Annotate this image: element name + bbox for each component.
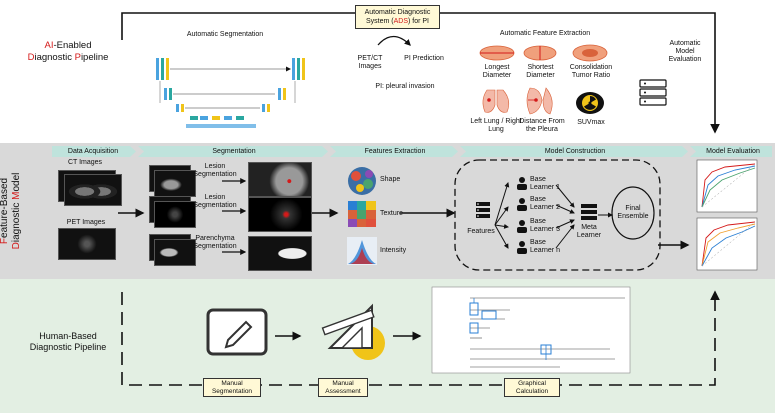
feature-distance-pleura: Distance From the Pleura: [519, 118, 565, 133]
roc-plot-icon: [696, 159, 758, 271]
feature-shortest-diameter: Shortest Diameter: [526, 64, 555, 79]
seg-pet-thumb: [154, 201, 196, 228]
feature-left-right-lung: Left Lung / Right Lung: [470, 118, 522, 133]
feature-shape-label: Shape: [380, 176, 401, 183]
pet-image: [58, 228, 116, 260]
lesion-ct-result: [248, 162, 312, 197]
lesion-pet-result: [248, 197, 312, 232]
graphical-calculation-label: Graphical Calculation: [504, 378, 560, 397]
ads-box: Automatic Diagnostic System (ADS) for PI: [355, 5, 440, 29]
ct-images-label: CT Images: [67, 159, 103, 166]
petct-images-label: PET/CT Images: [357, 55, 383, 70]
person-icon: [517, 177, 597, 254]
parenchyma-seg-label: Parenchyma Segmentation: [193, 235, 237, 250]
seg-ct-thumb: [154, 170, 196, 197]
seg-par-thumb: [154, 239, 196, 266]
parenchyma-result: [248, 236, 312, 271]
stage-model-evaluation: Model Evaluation: [706, 148, 760, 155]
pet-images-label: PET Images: [66, 219, 106, 226]
stage-data-acquisition: Data Acquisition: [67, 148, 119, 155]
stage-features-extraction: Features Extraction: [364, 148, 426, 155]
base-learner-3: Base Learner 3: [530, 218, 560, 233]
meta-learner-label: Meta Learner: [576, 224, 602, 239]
feature-suvmax: SUVmax: [577, 119, 605, 126]
texture-cube-icon: [348, 201, 376, 227]
stage-segmentation: Segmentation: [212, 148, 256, 155]
feature-consolidation-ratio: Consolidation Tumor Ratio: [569, 64, 613, 79]
lesion-icons: [479, 44, 608, 115]
feature-longest-diameter: Longest Diameter: [482, 64, 512, 79]
lesion-seg-label-2: Lesion Segmentation: [193, 194, 237, 209]
tablet-pen-icon: [206, 308, 268, 356]
lesion-seg-label-1: Lesion Segmentation: [193, 163, 237, 178]
intensity-plot-icon: [347, 237, 377, 265]
radiation-icon: [576, 92, 604, 114]
feature-texture-label: Texture: [380, 210, 403, 217]
database-icon: [476, 202, 490, 218]
manual-segmentation-label: Manual Segmentation: [203, 378, 261, 397]
feature-intensity-label: Intensity: [380, 247, 407, 254]
base-learner-1: Base Learner 1: [530, 176, 560, 191]
lung-icon: [482, 89, 510, 113]
human-pipeline-title: Human-Based Diagnostic Pipeline: [29, 331, 107, 352]
curved-arrow-icon: [377, 35, 411, 46]
stage-bar: Data Acquisition Segmentation Features E…: [52, 146, 772, 157]
ruler-set-icon: [321, 303, 385, 360]
features-label: Features: [467, 228, 495, 235]
feature-pipeline-panel: [0, 143, 775, 279]
pi-prediction-label: PI Prediction: [404, 55, 444, 62]
auto-segmentation-label: Automatic Segmentation: [186, 31, 264, 38]
auto-model-evaluation-label: Automatic Model Evaluation: [668, 40, 702, 63]
unet-icon: [156, 58, 305, 128]
base-learner-2: Base Learner 2: [530, 196, 560, 211]
pi-note-label: PI: pleural invasion: [375, 83, 435, 90]
manual-assessment-label: Manual Assessment: [318, 378, 368, 397]
ai-pipeline-title: AI-Enabled Diagnostic Pipeline: [27, 40, 109, 63]
final-ensemble-label: Final Ensemble: [617, 205, 649, 220]
feature-pipeline-title: Feature-Based Diagnostic Model: [0, 172, 22, 250]
shape-3d-icon: [348, 167, 376, 195]
base-learner-n: Base Learner n: [530, 239, 560, 254]
auto-feature-extraction-label: Automatic Feature Extraction: [499, 30, 591, 37]
ct-image: [64, 174, 122, 206]
human-pipeline-panel: [0, 279, 775, 413]
stage-model-construction: Model Construction: [544, 148, 606, 155]
server-icon: [639, 79, 667, 106]
nomogram-chart: [431, 286, 631, 374]
